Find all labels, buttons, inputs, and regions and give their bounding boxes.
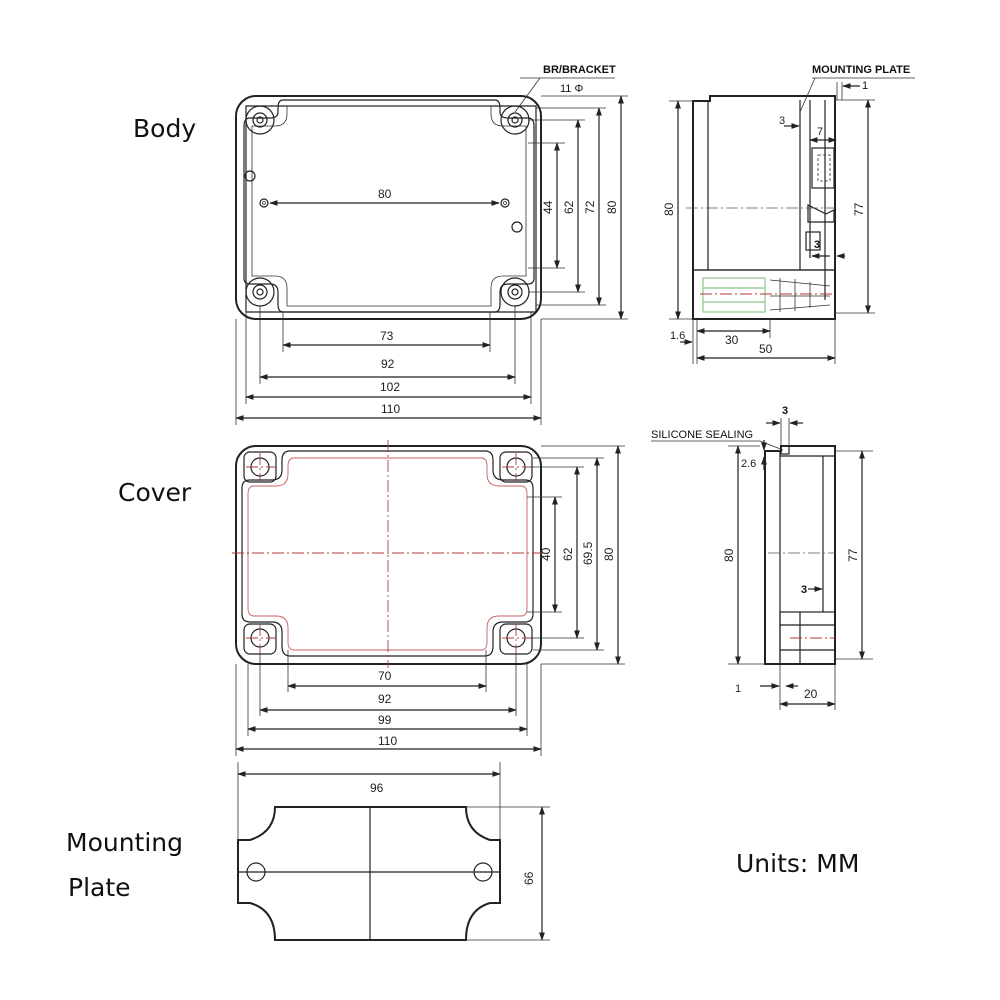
dim-cover-92: 92	[378, 692, 392, 706]
mounting-plate-note: MOUNTING PLATE	[812, 64, 910, 76]
dim-body-92: 92	[381, 357, 395, 371]
dim-side-gap-3: 3	[779, 115, 785, 127]
dim-cover-1: 1	[735, 683, 741, 695]
body-top-view: 80 BR/BRACKET 11 Φ 73 92 102 110 44 62	[235, 64, 628, 425]
dim-body-80: 80	[605, 200, 619, 214]
dim-cover-20: 20	[804, 687, 818, 701]
dim-cover-69-5: 69.5	[581, 541, 595, 565]
dim-cover-side-77: 77	[846, 548, 860, 562]
mounting-plate-view: 96 66	[237, 762, 550, 941]
cover-side-view: SILICONE SEALING 3 2.6 80 77 3 1 20	[651, 405, 873, 710]
dim-side-50: 50	[759, 342, 773, 356]
dim-cover-wall-3: 3	[801, 584, 807, 596]
dim-plate-96: 96	[370, 781, 384, 795]
dim-side-77: 77	[852, 202, 866, 216]
dim-cover-side-80: 80	[722, 548, 736, 562]
dim-cover-40: 40	[539, 547, 553, 561]
dim-cover-seal-3: 3	[782, 405, 788, 417]
dim-cover-2-6: 2.6	[741, 458, 756, 470]
dim-body-44: 44	[541, 200, 555, 214]
cover-top-view: 70 92 99 110 40 62 69.5 80	[232, 440, 625, 756]
dim-side-1-6: 1.6	[670, 330, 685, 342]
dim-body-hole-span: 80	[378, 187, 392, 201]
units-label: Units: MM	[736, 849, 859, 878]
dim-cover-62: 62	[561, 547, 575, 561]
body-label: Body	[133, 114, 196, 143]
dim-cover-110: 110	[378, 734, 397, 748]
body-side-view: MOUNTING PLATE 1 3 7 3 80 77 1.6 30	[662, 64, 915, 364]
dim-body-62: 62	[562, 200, 576, 214]
dim-body-72: 72	[583, 200, 597, 214]
dim-side-80: 80	[662, 202, 676, 216]
dim-side-plate-t: 1	[862, 80, 868, 92]
dim-cover-99: 99	[378, 713, 392, 727]
dim-cover-70: 70	[378, 669, 392, 683]
sealing-note: SILICONE SEALING	[651, 429, 753, 441]
dim-body-110: 110	[381, 402, 400, 416]
dim-body-102: 102	[380, 380, 400, 394]
dim-side-gap-7: 7	[817, 126, 823, 138]
dim-side-30: 30	[725, 333, 739, 347]
bracket-note: BR/BRACKET	[543, 64, 616, 76]
bracket-hole-dia: 11 Φ	[560, 83, 583, 95]
dim-side-wall-3: 3	[814, 239, 820, 251]
dim-cover-80: 80	[602, 547, 616, 561]
mounting-plate-label-2: Plate	[68, 873, 131, 902]
dim-body-73: 73	[380, 329, 394, 343]
cover-label: Cover	[118, 478, 192, 507]
mounting-plate-label-1: Mounting	[66, 828, 183, 857]
dim-plate-66: 66	[522, 871, 536, 885]
